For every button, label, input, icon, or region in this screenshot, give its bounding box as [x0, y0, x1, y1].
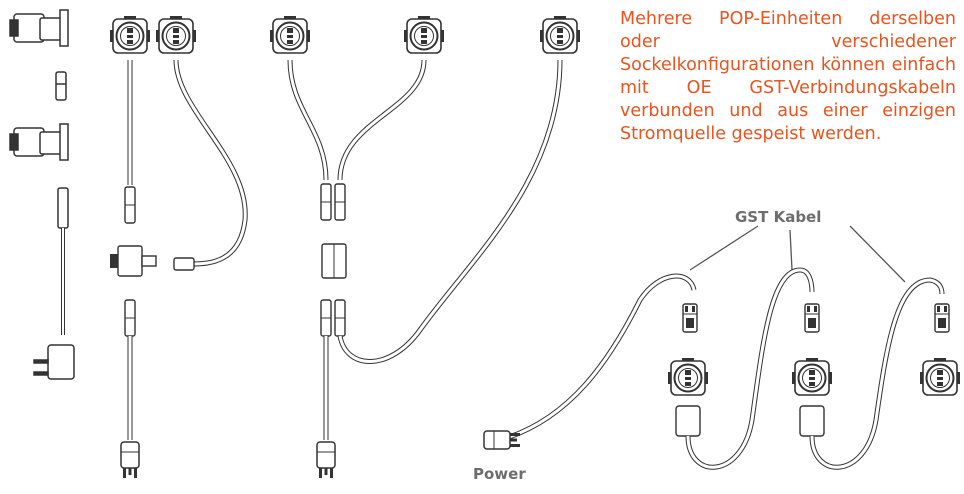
gst-cable-label: GST Kabel: [735, 208, 822, 226]
exploded-parts: [9, 9, 75, 380]
socket-pair-assembly: [109, 15, 248, 479]
y-split-assembly: [269, 15, 581, 479]
power-label: Power: [473, 465, 526, 483]
gst-chain-assembly: [483, 225, 961, 470]
description-text: Mehrere POP-Einheiten derselben oder ver…: [620, 9, 956, 144]
